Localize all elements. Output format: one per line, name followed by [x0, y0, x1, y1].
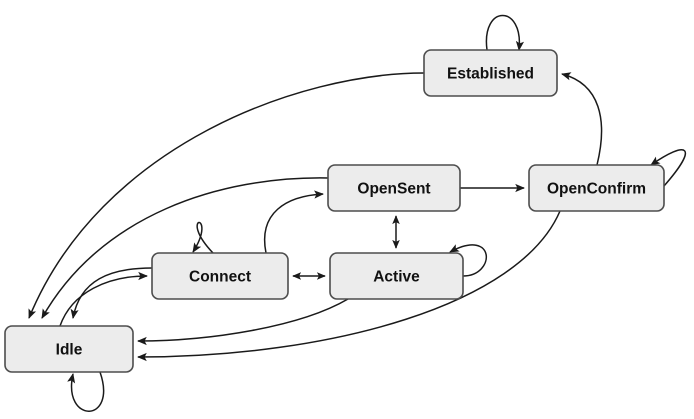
state-node-established-box[interactable]	[423, 49, 558, 97]
edge-active-idle	[137, 298, 349, 346]
node-layer: Established OpenConfirm OpenSent Active …	[4, 49, 665, 373]
state-node-connect-box[interactable]	[151, 252, 289, 300]
edge-idle-self	[67, 371, 105, 412]
state-node-opensent[interactable]: OpenSent	[327, 164, 461, 212]
state-node-connect[interactable]: Connect	[151, 252, 289, 300]
edge-openconfirm-self	[650, 149, 686, 187]
state-node-idle-label: Idle	[56, 342, 83, 359]
state-node-established[interactable]: Established	[423, 49, 558, 97]
edge-established-self	[485, 14, 525, 51]
edge-opensent-idle	[41, 177, 329, 319]
state-node-opensent-box[interactable]	[327, 164, 461, 212]
state-node-openconfirm-label: OpenConfirm	[547, 181, 646, 198]
edge-active-self	[449, 244, 487, 277]
edge-connect-opensent	[263, 190, 324, 254]
state-node-openconfirm[interactable]: OpenConfirm	[528, 164, 665, 212]
state-node-connect-label: Connect	[189, 269, 251, 286]
edge-layer	[28, 14, 686, 412]
state-node-active[interactable]: Active	[329, 252, 464, 300]
edge-connect-self	[192, 221, 214, 254]
state-node-active-label: Active	[373, 269, 420, 286]
edge-connect-idle	[70, 267, 153, 319]
edge-openconfirm-idle	[137, 210, 561, 362]
state-node-established-label: Established	[447, 66, 534, 83]
edge-established-idle	[28, 72, 425, 319]
state-node-active-box[interactable]	[329, 252, 464, 300]
edge-openconfirm-established	[561, 72, 603, 166]
state-node-idle-box[interactable]	[4, 325, 134, 373]
state-node-idle[interactable]: Idle	[4, 325, 134, 373]
edge-idle-connect	[59, 271, 148, 327]
state-node-openconfirm-box[interactable]	[528, 164, 665, 212]
state-node-opensent-label: OpenSent	[357, 181, 430, 198]
